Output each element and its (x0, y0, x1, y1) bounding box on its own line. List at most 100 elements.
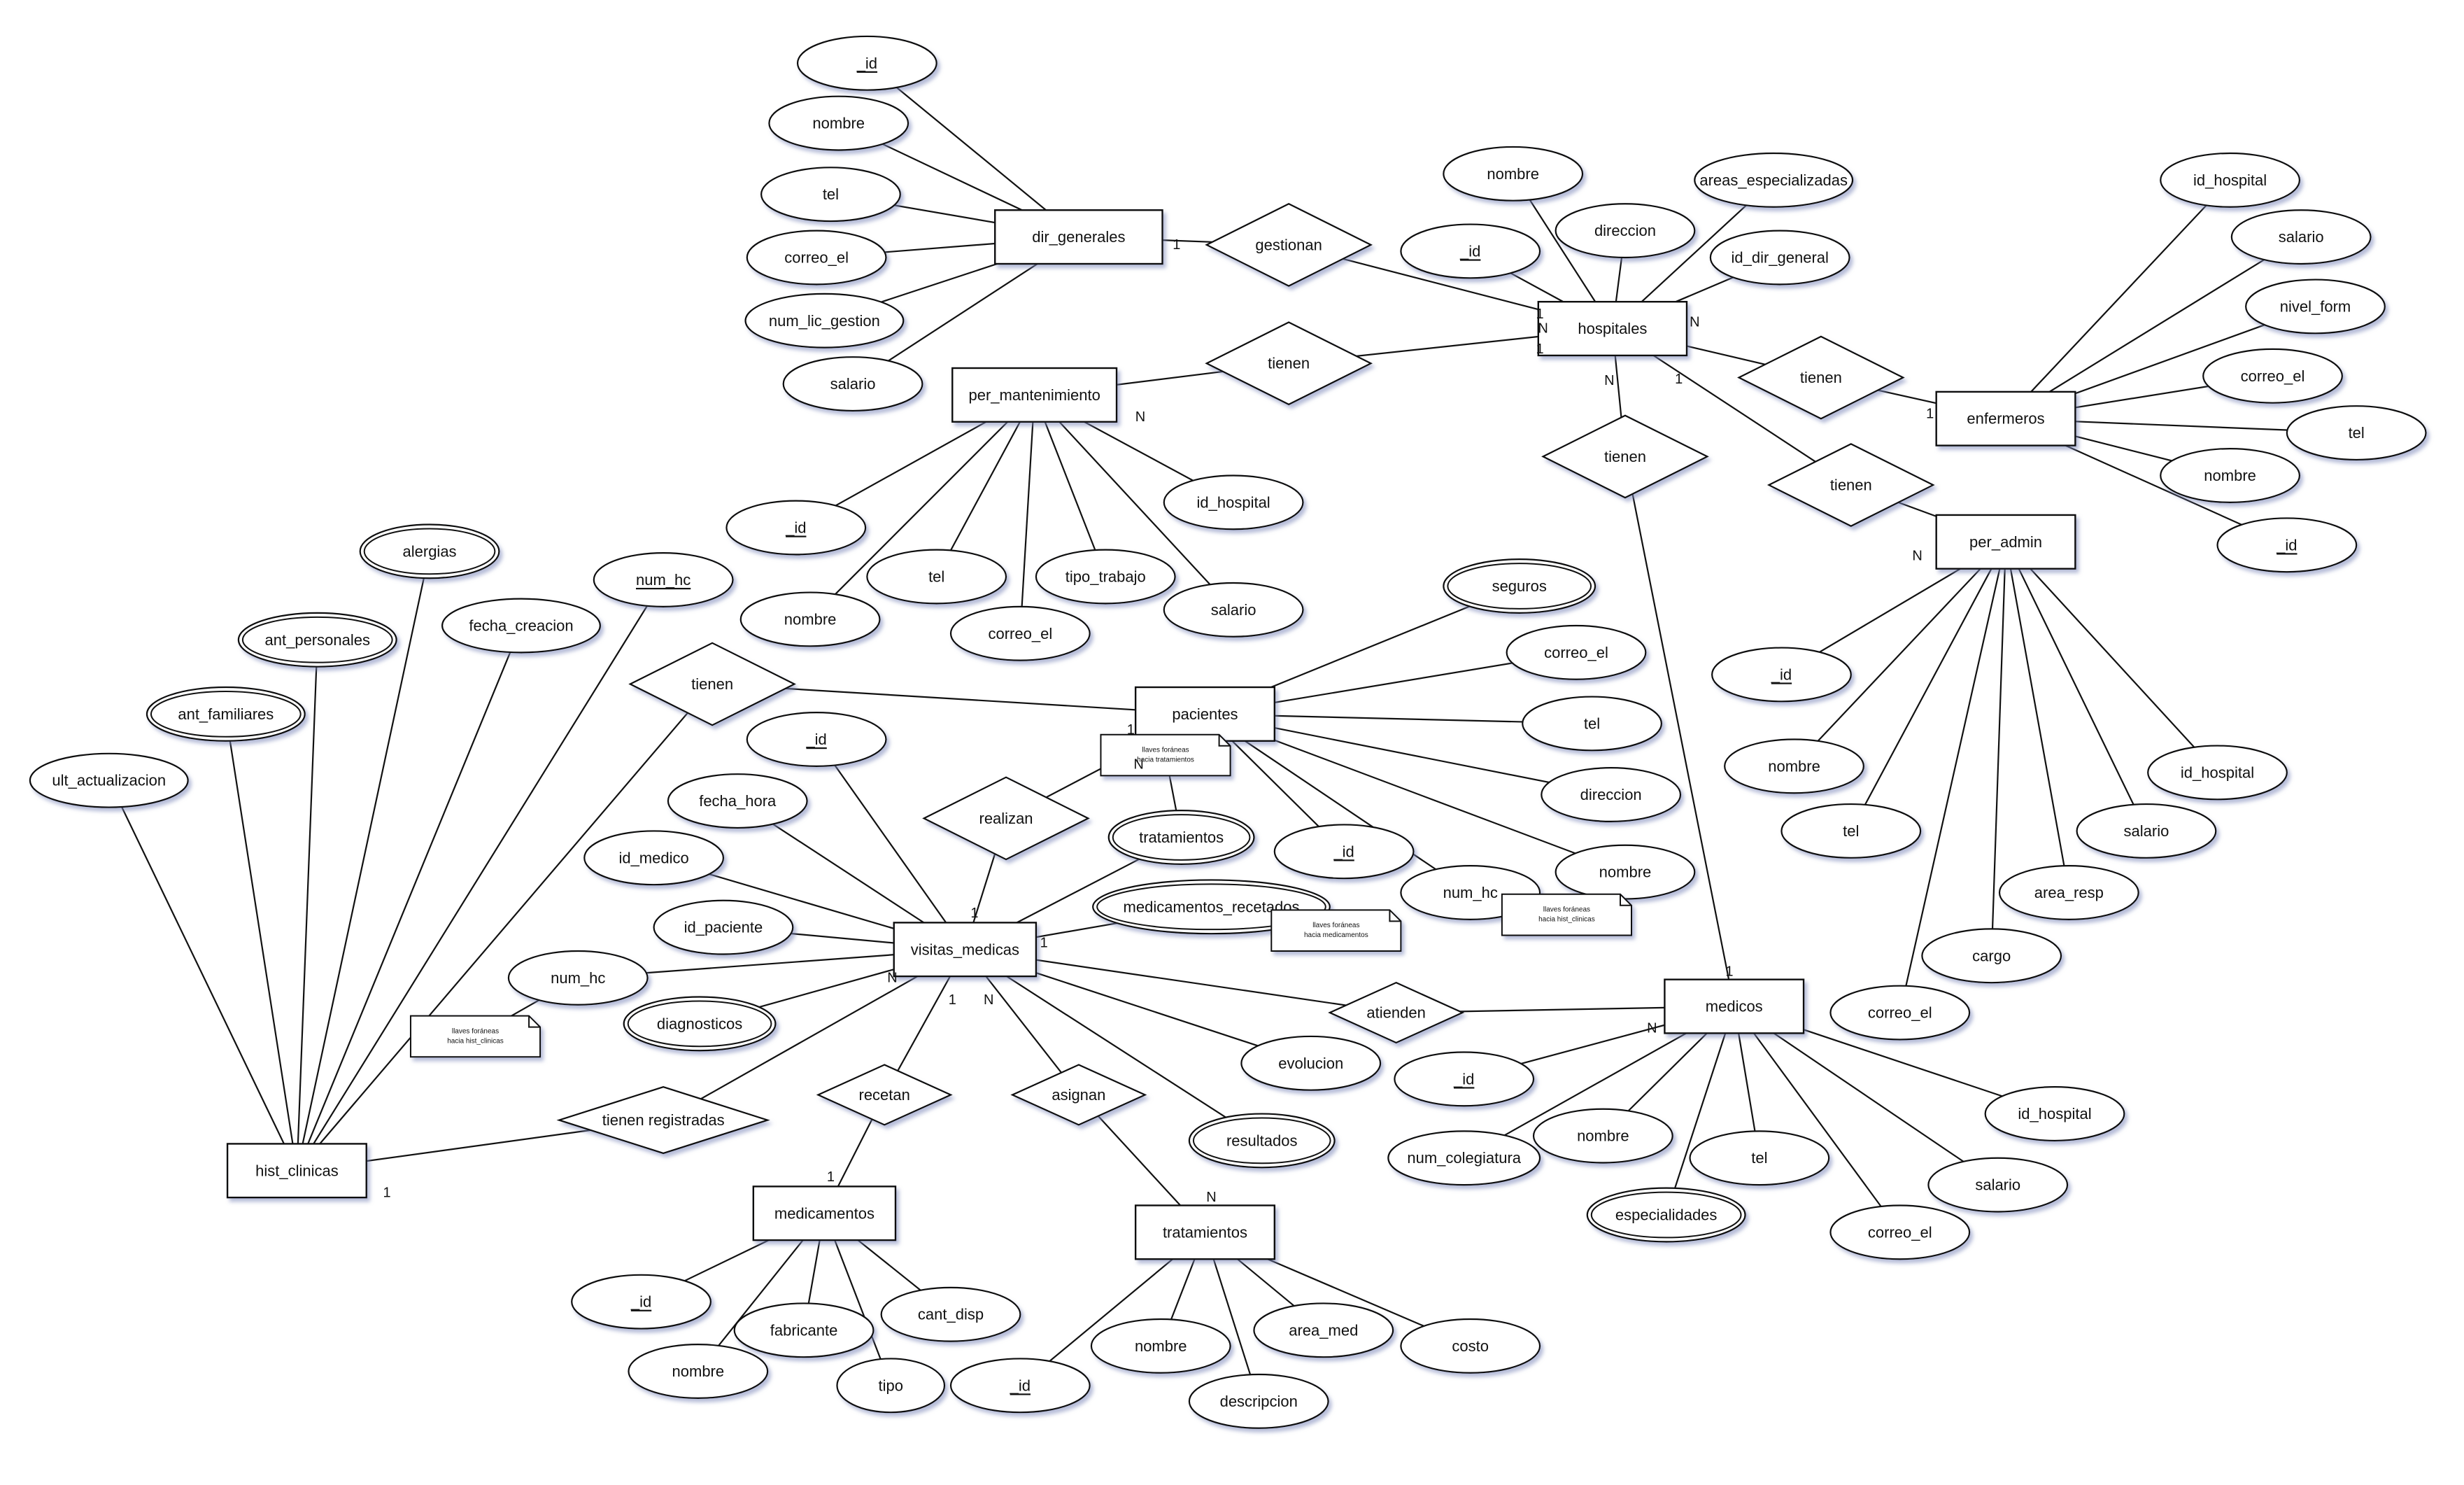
connector-line (816, 738, 966, 950)
connector-line (866, 62, 1079, 238)
entity-box (994, 209, 1163, 265)
relationship-tienen_pac: tienen (628, 642, 796, 726)
attribute-ellipse (441, 598, 601, 654)
cardinality-label: 1 (1040, 936, 1048, 951)
attribute-pa_nombre: nombre (1724, 738, 1864, 794)
node-label: id_paciente (684, 919, 763, 936)
attribute-ellipse (146, 686, 306, 742)
node-label: medicamentos (774, 1204, 875, 1222)
cardinality-label: N (984, 992, 993, 1008)
node-label: resultados (1226, 1132, 1298, 1149)
attribute-dg_lic: num_lic_gestion (744, 293, 905, 349)
relationship-diamond (1205, 321, 1373, 406)
attribute-ellipse (744, 293, 905, 349)
relationship-tienen_admin: tienen (1766, 443, 1935, 527)
note-line: llaves foráneas (1312, 922, 1359, 929)
attribute-ellipse (1163, 474, 1304, 530)
connector-line (108, 780, 298, 1171)
node-label: _id (1010, 1377, 1031, 1394)
connector-line (663, 948, 965, 1121)
attribute-m_esp: especialidades (1586, 1187, 1746, 1243)
node-label: nombre (1768, 757, 1820, 775)
entity-medicamentos: medicamentos (752, 1185, 897, 1241)
attribute-ellipse (507, 950, 649, 1006)
relationship-diamond (816, 1064, 953, 1126)
entity-box (1935, 514, 2076, 570)
node-label: tel (1584, 715, 1600, 732)
attribute-med_fab: fabricante (733, 1302, 875, 1358)
multivalued-ring (627, 1000, 772, 1048)
relationship-diamond (1205, 202, 1373, 287)
attribute-ellipse (796, 35, 937, 91)
cardinality-label: 1 (1536, 307, 1544, 322)
relationship-tienen_registradas: tienen registradas (556, 1086, 770, 1155)
connector-line (2005, 541, 2147, 831)
connector-line (823, 1213, 892, 1386)
node-label: num_colegiatura (1407, 1149, 1521, 1167)
attribute-pa_id: _id (1711, 647, 1852, 703)
node-label: evolucion (1278, 1055, 1343, 1072)
node-label: realizan (979, 810, 1033, 827)
multivalued-ring (363, 528, 496, 575)
attribute-pa_area: area_resp (1998, 865, 2139, 920)
node-label: _id (856, 55, 877, 72)
node-label: nombre (672, 1363, 725, 1380)
node-label: tratamientos (1139, 829, 1224, 846)
attribute-ellipse (1780, 803, 1922, 859)
attribute-ellipse (1090, 1318, 1231, 1374)
node-label: _id (630, 1293, 651, 1311)
entity-box (951, 367, 1118, 423)
connector-line (1033, 394, 1234, 611)
connector-line (1624, 456, 1735, 1007)
note-shape (1501, 893, 1632, 936)
attribute-m_nombre: nombre (1532, 1108, 1673, 1164)
attribute-ellipse (1240, 1035, 1382, 1091)
attribute-ellipse (1709, 230, 1850, 286)
attribute-e_salario: salario (2230, 209, 2372, 265)
attribute-t_nombre: nombre (1090, 1318, 1231, 1374)
attribute-v_fecha: fecha_hora (667, 773, 808, 829)
entity-enfermeros: enfermeros (1935, 390, 2076, 446)
node-label: nombre (1135, 1337, 1187, 1355)
relationship-asignan: asignan (1010, 1064, 1147, 1126)
attribute-ellipse (1998, 865, 2139, 920)
node-label: num_hc (636, 571, 691, 589)
node-label: dir_generales (1032, 228, 1125, 246)
cardinality-label: 1 (1173, 237, 1180, 253)
attribute-p_tel: tel (1522, 696, 1662, 752)
attribute-ellipse (2147, 745, 2288, 801)
note-shape (1100, 733, 1231, 777)
attribute-ellipse (1829, 1204, 1971, 1260)
note-shape (1270, 909, 1402, 952)
multivalued-ring (1590, 1191, 1742, 1239)
multivalued-ring (1447, 563, 1592, 610)
connector-line (1733, 1006, 1901, 1233)
attribute-m_idhosp: id_hospital (1984, 1086, 2125, 1142)
attribute-hc_antpers: ant_personales (237, 612, 397, 668)
attribute-ellipse (2286, 405, 2427, 461)
relationship-diamond (1737, 335, 1905, 420)
attribute-ellipse (1188, 1373, 1329, 1429)
attribute-ellipse (1163, 582, 1304, 638)
connector-line (1033, 394, 1107, 577)
node-label: tratamientos (1163, 1223, 1247, 1241)
entity-box (1537, 300, 1688, 357)
connector-line (1019, 395, 1035, 634)
attribute-ellipse (237, 612, 397, 668)
attribute-ellipse (1541, 767, 1682, 823)
entity-tratamientos: tratamientos (1134, 1204, 1276, 1260)
node-label: tipo_trabajo (1065, 568, 1146, 585)
attribute-ellipse (653, 899, 794, 955)
attribute-ellipse (1689, 1130, 1830, 1186)
entity-hospitales: hospitales (1537, 300, 1688, 357)
attribute-ellipse (1394, 1051, 1535, 1107)
entity-medicos: medicos (1664, 978, 1805, 1034)
connector-line (1734, 1006, 1999, 1186)
node-label: pacientes (1172, 705, 1238, 723)
node-label: correo_el (988, 625, 1052, 642)
node-label: alergias (403, 542, 457, 560)
attribute-v_medrec: medicamentos_recetados (1092, 879, 1331, 935)
attribute-h_direccion: direccion (1555, 203, 1696, 259)
